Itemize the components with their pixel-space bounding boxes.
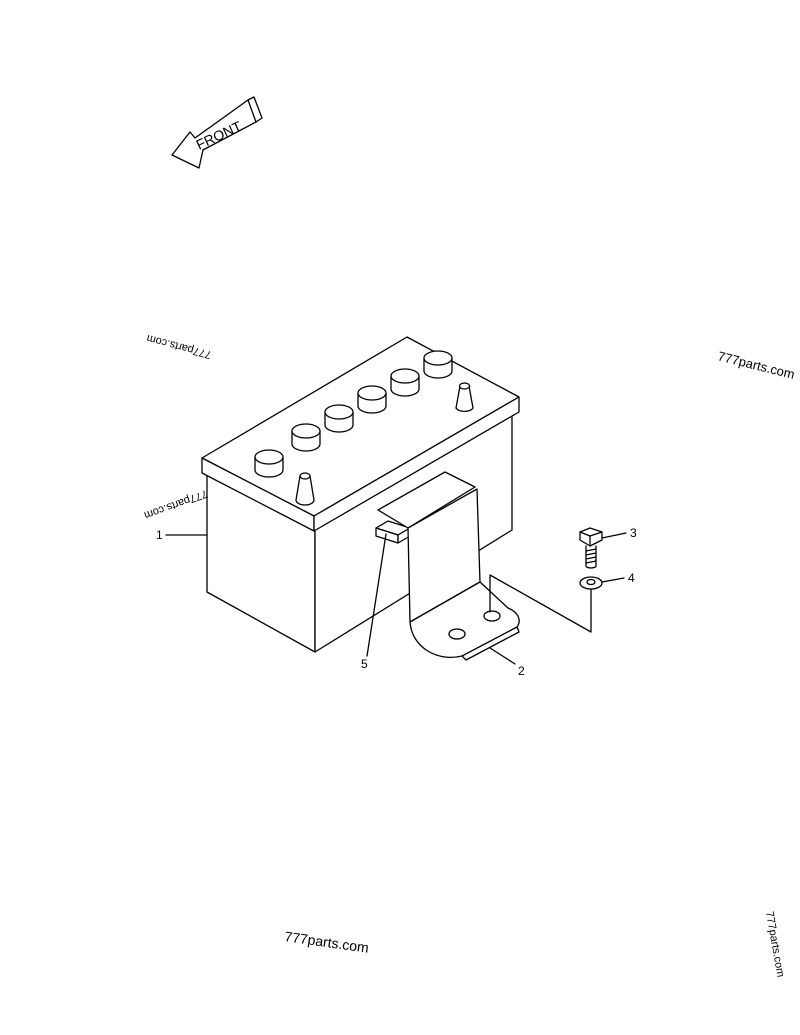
watermark: 777parts.com bbox=[142, 487, 209, 521]
watermark: 777parts.com bbox=[763, 910, 786, 978]
watermark: 777parts.com bbox=[716, 348, 796, 382]
vent-cap bbox=[423, 350, 453, 379]
vent-cap bbox=[324, 404, 354, 433]
terminal-post bbox=[295, 472, 315, 506]
bracket bbox=[377, 471, 520, 661]
callout-1: 1 bbox=[156, 528, 163, 542]
leader-line-4 bbox=[601, 577, 625, 583]
washer bbox=[579, 576, 603, 590]
callout-2: 2 bbox=[518, 664, 525, 678]
vent-cap bbox=[357, 385, 387, 414]
callout-4: 4 bbox=[628, 571, 635, 585]
assembly-line bbox=[489, 574, 592, 633]
leader-line-2 bbox=[489, 647, 516, 665]
vent-cap bbox=[254, 449, 284, 478]
bolt bbox=[579, 527, 603, 569]
front-arrow: FRONT bbox=[171, 96, 263, 169]
terminal-post bbox=[455, 382, 474, 412]
leader-line-5 bbox=[366, 533, 387, 657]
watermark: 777parts.com bbox=[284, 928, 370, 956]
vent-cap bbox=[291, 423, 321, 452]
vent-cap bbox=[390, 368, 420, 397]
leader-line-3 bbox=[601, 532, 627, 539]
callout-5: 5 bbox=[361, 657, 368, 671]
watermark: 777parts.com bbox=[145, 332, 212, 361]
callout-3: 3 bbox=[630, 526, 637, 540]
